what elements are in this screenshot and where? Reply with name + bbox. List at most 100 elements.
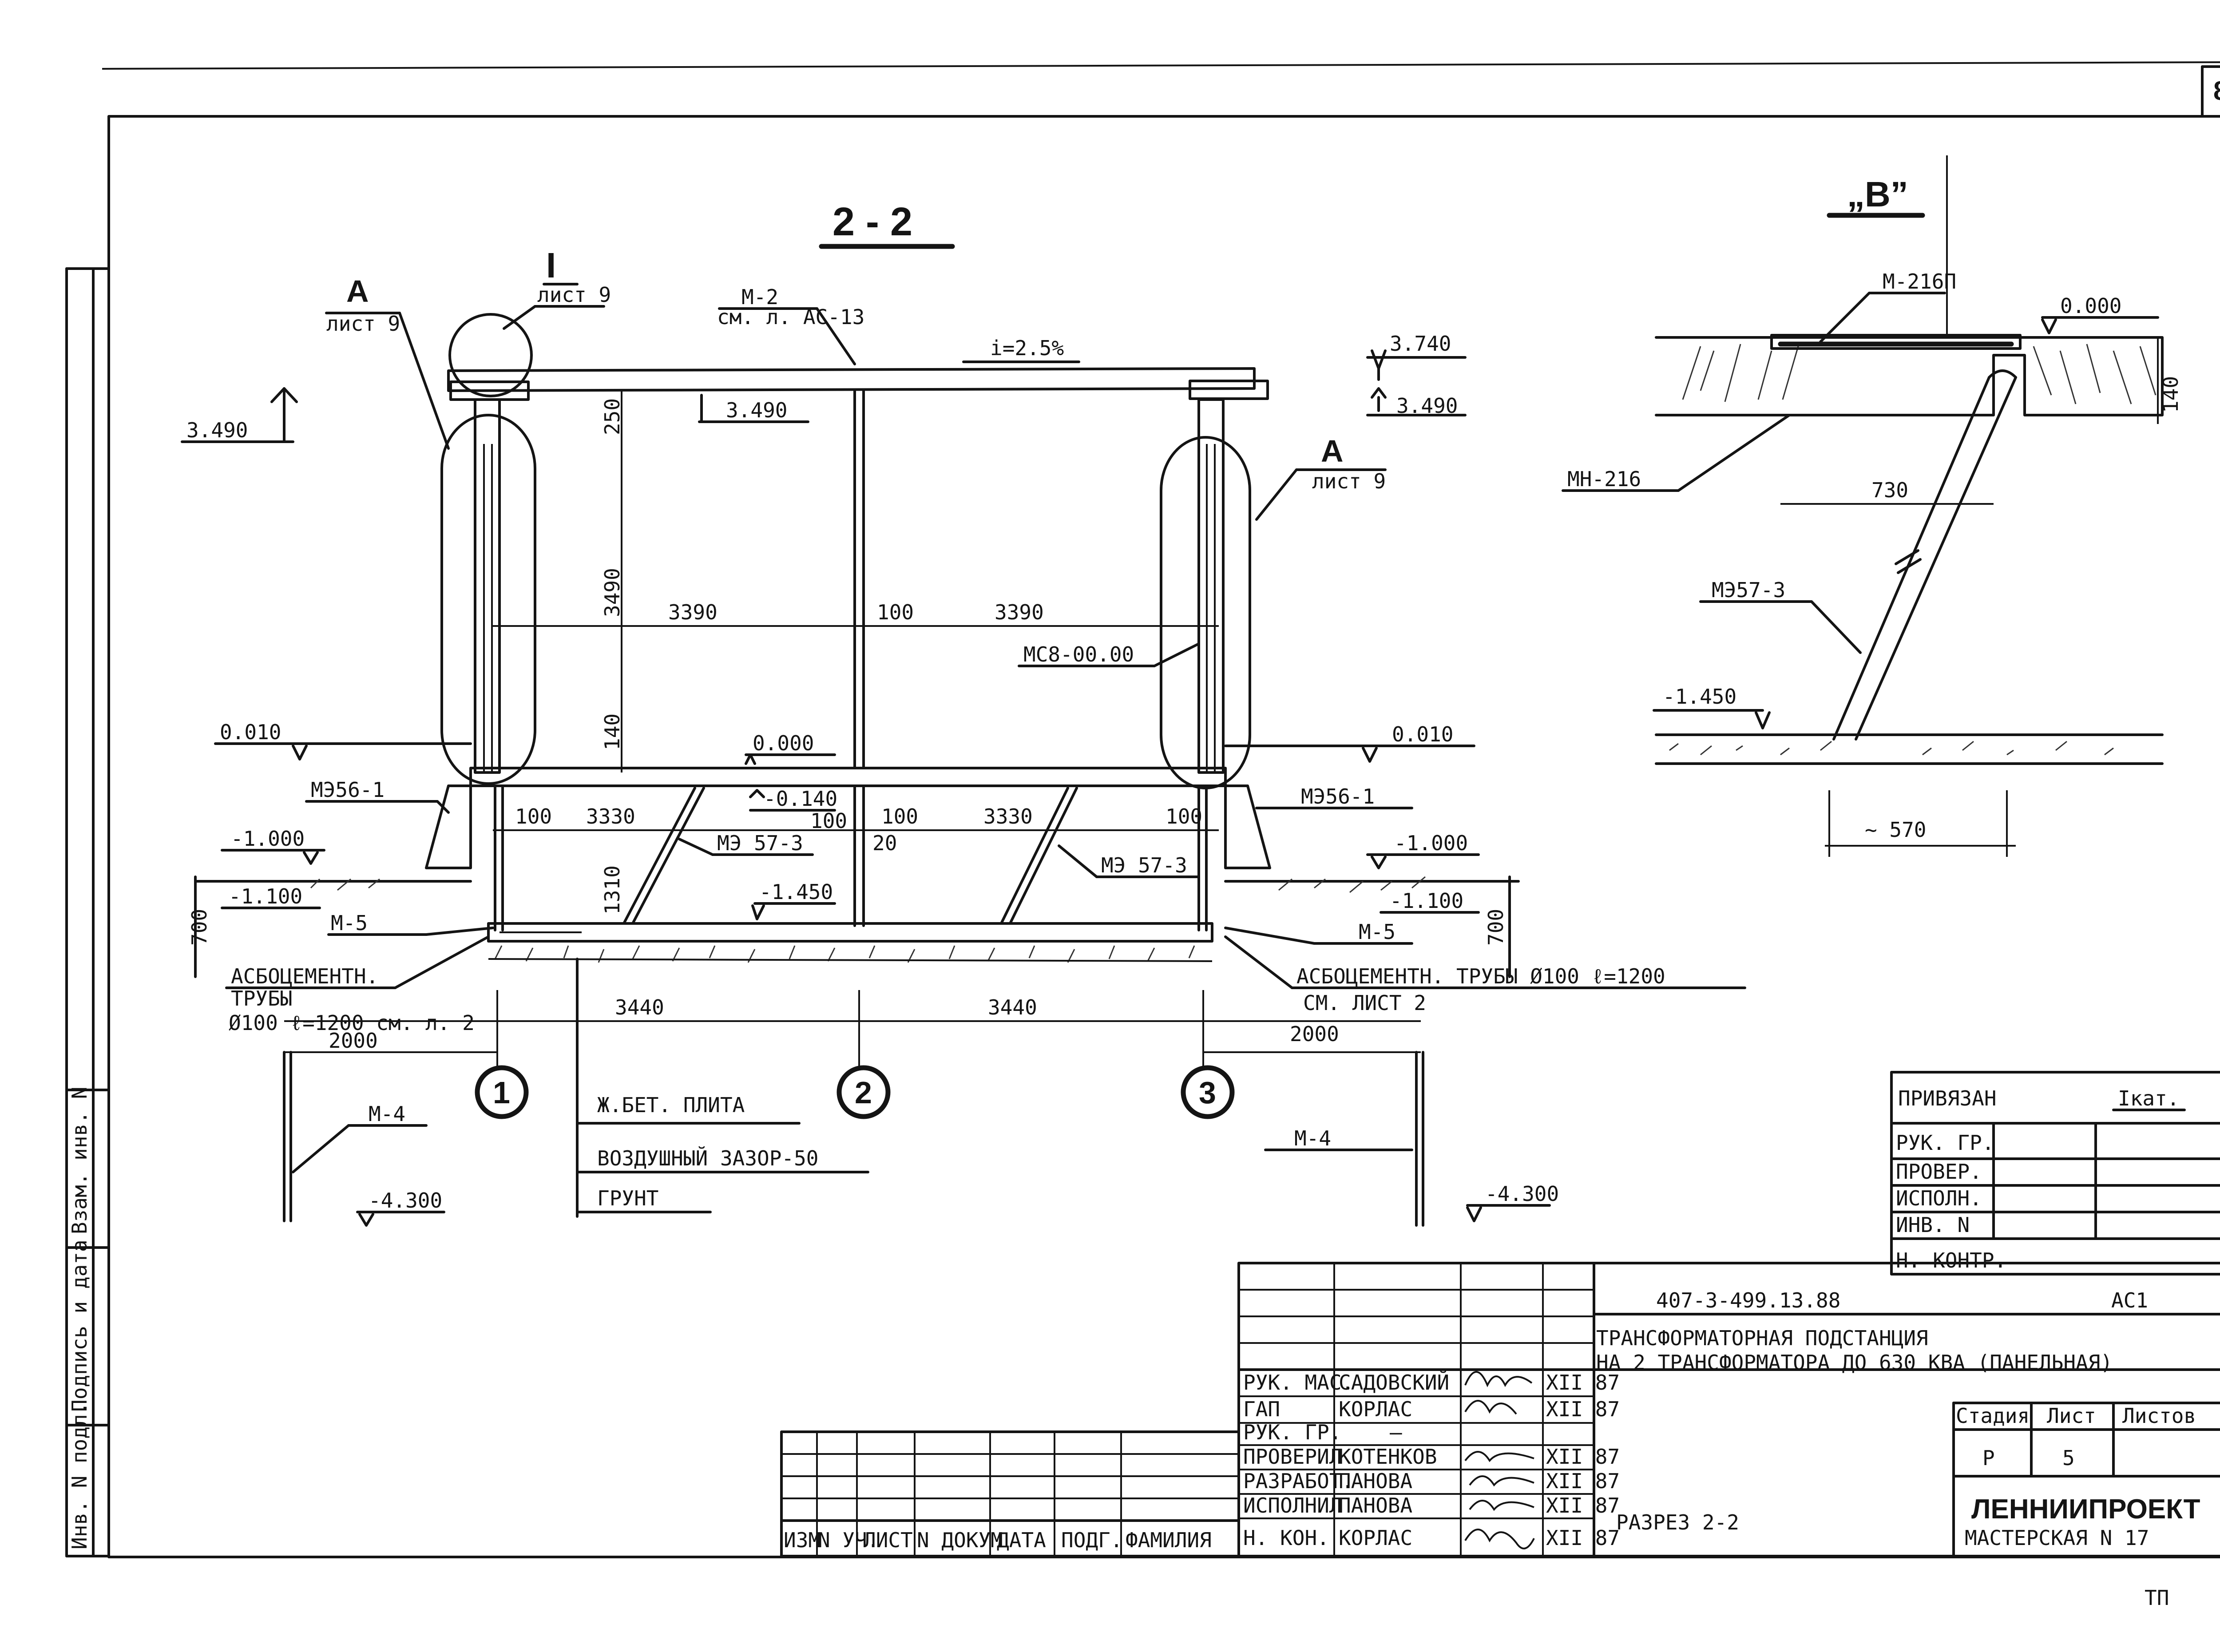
- sig-date-7: XII 87: [1546, 1526, 1620, 1550]
- desc-line-1: ТРАНСФОРМАТОРНАЯ ПОДСТАНЦИЯ: [1596, 1326, 1928, 1350]
- mark-m5-right: М-5: [1359, 920, 1395, 944]
- sig-role-2: ГАП: [1243, 1397, 1280, 1421]
- privyazan-title: ПРИВЯЗАН: [1898, 1086, 1997, 1110]
- level-m1450: -1.450: [759, 880, 833, 904]
- sig-name-4: КОТЕНКОВ: [1339, 1445, 1437, 1469]
- detail-b-mn216: МН-216: [1567, 467, 1641, 491]
- detail-b-dim-730: 730: [1871, 478, 1908, 502]
- drawing-name: РАЗРЕЗ 2-2: [1616, 1510, 1739, 1534]
- dim-100-a: 100: [515, 804, 552, 828]
- layer-legend: Ж.БЕТ. ПЛИТА ВОЗДУШНЫЙ ЗАЗОР-50 ГРУНТ: [576, 958, 869, 1218]
- sig-name-6: ПАНОВА: [1339, 1494, 1412, 1517]
- signature-1: [1464, 1371, 1533, 1387]
- level-3490-left: 3.490: [186, 418, 248, 442]
- dim-3390-right: 3390: [995, 600, 1044, 624]
- detail-b: „В” М-216П 0.000 140 МН-216 730 МЭ57-3 -…: [1562, 155, 2183, 857]
- level-m0140: -0.140: [764, 787, 837, 811]
- dim-100-d: 100: [1166, 804, 1202, 828]
- roof-ref: см. л. АС-13: [717, 305, 864, 329]
- rev-header-izm: ИЗМ: [784, 1528, 821, 1552]
- mark-me57-right: МЭ 57-3: [1101, 853, 1187, 877]
- category-note: Iкат.: [2118, 1086, 2179, 1110]
- axis-3: 3: [1199, 1075, 1216, 1110]
- section-title: 2 - 2: [832, 200, 912, 244]
- sig-date-5: XII 87: [1546, 1469, 1620, 1493]
- stage-value: Р: [1982, 1446, 1995, 1470]
- detail-b-me57: МЭ57-3: [1712, 578, 1785, 602]
- title-block: ИЗМ N УЧ. ЛИСТ N ДОКУМ ДАТА ПОДГ. ФАМИЛИ…: [780, 1262, 2220, 1557]
- rev-header-doc: N ДОКУМ: [917, 1528, 1003, 1552]
- pipes-left-line2: ТРУБЫ: [231, 986, 292, 1010]
- axis-1: 1: [493, 1075, 510, 1110]
- callout-i-label: I: [546, 246, 556, 285]
- sig-date-6: XII 87: [1546, 1494, 1620, 1517]
- level-0010-right: 0.010: [1392, 722, 1453, 746]
- dim-1310: 1310: [600, 865, 624, 915]
- workshop-name: МАСТЕРСКАЯ N 17: [1965, 1526, 2149, 1550]
- level-marks: 3.490 3.740 3.490 3.490 0.010 0.010 0.00…: [181, 332, 1559, 1227]
- dim-2000-right: 2000: [1290, 1022, 1339, 1046]
- callout-a-left-outline: [440, 414, 536, 785]
- sig-role-3: РУК. ГР.: [1243, 1420, 1342, 1444]
- axis-bubbles: 1 2 3: [475, 1065, 1235, 1119]
- sig-name-2: КОРЛАС: [1339, 1397, 1412, 1421]
- level-3490-mid: 3.490: [726, 398, 787, 422]
- sig-role-4: ПРОВЕРИЛ: [1243, 1445, 1342, 1469]
- privyazan-row-1: РУК. ГР.: [1896, 1131, 1994, 1155]
- margin-label-signature: Подпись и дата: [67, 1240, 91, 1412]
- detail-b-dim-140: 140: [2159, 376, 2183, 413]
- level-m1100-left: -1.100: [229, 884, 302, 908]
- mark-m4-left: М-4: [369, 1102, 405, 1126]
- axis-2: 2: [855, 1075, 872, 1110]
- axis-2-bubble: [836, 1065, 891, 1119]
- sig-role-6: ИСПОЛНИЛ: [1243, 1494, 1342, 1517]
- dim-3390-left: 3390: [668, 600, 718, 624]
- sig-name-5: ПАНОВА: [1339, 1469, 1412, 1493]
- detail-b-m216p: М-216П: [1883, 269, 1956, 293]
- dim-100-mid: 100: [877, 600, 914, 624]
- level-3740: 3.740: [1390, 332, 1451, 356]
- roof-mark: М-2: [741, 285, 778, 309]
- rev-header-sign: ПОДГ.: [1061, 1528, 1122, 1552]
- margin-label-inventory: Инв. N подл.: [67, 1402, 91, 1549]
- axis-1-bubble: [475, 1065, 529, 1119]
- callout-i-circle: [448, 313, 533, 397]
- callout-i-sheet: лист 9: [537, 283, 611, 307]
- sig-date-2: XII 87: [1546, 1397, 1620, 1421]
- dim-3490: 3490: [600, 568, 624, 617]
- stage-header: Стадия: [1956, 1404, 2030, 1428]
- mark-me57-left: МЭ 57-3: [717, 831, 803, 855]
- level-0000: 0.000: [753, 731, 814, 755]
- callout-a-left-sheet: лист 9: [326, 312, 400, 336]
- level-m1100-right: -1.100: [1390, 889, 1463, 913]
- pipes-right-line2: СМ. ЛИСТ 2: [1303, 991, 1426, 1015]
- nkontr-label: Н. КОНТР.: [1896, 1248, 2006, 1272]
- detail-b-dim-570: ~ 570: [1865, 818, 1926, 842]
- sheets-header: Листов: [2122, 1404, 2196, 1428]
- dim-250: 250: [600, 398, 624, 435]
- dim-3440-right: 3440: [988, 995, 1037, 1019]
- sig-role-5: РАЗРАБОТ.: [1243, 1469, 1354, 1493]
- dim-2000-left: 2000: [329, 1029, 378, 1053]
- sig-name-1: САДОВСКИЙ: [1339, 1371, 1449, 1394]
- signature-6: [1469, 1500, 1534, 1511]
- pipes-left-line3: Ø100 ℓ=1200 см. л. 2: [229, 1011, 475, 1035]
- org-name: ЛЕННИИПРОЕКТ: [1971, 1494, 2200, 1525]
- dim-700-left: 700: [187, 909, 211, 946]
- legend-air-gap: ВОЗДУШНЫЙ ЗАЗОР-50: [597, 1146, 819, 1170]
- dim-3440-left: 3440: [615, 995, 664, 1019]
- roof-slope: i=2.5%: [990, 336, 1064, 360]
- privyazan-row-2: ПРОВЕР.: [1896, 1160, 1982, 1184]
- rev-header-date: ДАТА: [997, 1528, 1046, 1552]
- level-m4300-right: -4.300: [1485, 1182, 1559, 1206]
- dim-100-c: 100: [881, 804, 918, 828]
- sig-date-1: XII 87: [1546, 1371, 1620, 1394]
- pipes-left-line1: АСБОЦЕМЕНТН.: [231, 964, 378, 988]
- callout-a-right-sheet: лист 9: [1312, 469, 1386, 493]
- detail-title: „В”: [1847, 174, 1908, 214]
- dim-20: 20: [872, 831, 897, 855]
- desc-line-2: НА 2 ТРАНСФОРМАТОРА ДО 630 КВА (ПАНЕЛЬНА…: [1596, 1351, 2113, 1375]
- sig-role-1: РУК. МАС.: [1243, 1371, 1354, 1394]
- level-m4300-left: -4.300: [369, 1188, 442, 1212]
